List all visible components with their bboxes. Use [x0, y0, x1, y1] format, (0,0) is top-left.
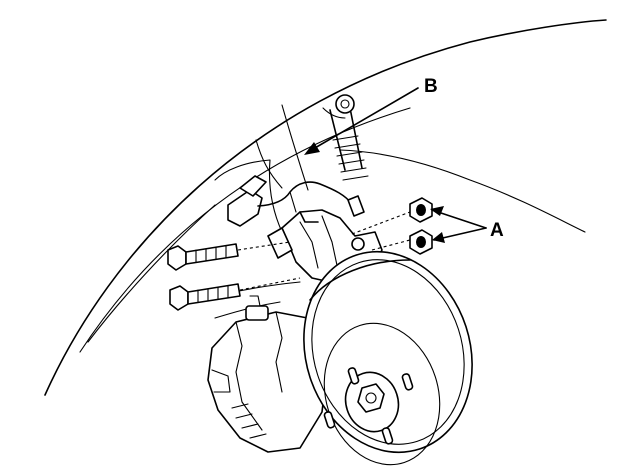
mounting-bolts	[167, 211, 411, 311]
wheel-well	[199, 104, 586, 319]
abs-sensor-harness	[227, 175, 365, 227]
callout-label-b: B	[424, 76, 438, 97]
strut-spring	[329, 94, 369, 181]
wheel-hub	[344, 371, 400, 433]
fender-arch	[44, 19, 607, 396]
callout-b: B	[304, 76, 438, 155]
callout-label-a: A	[490, 220, 504, 241]
callout-a: A	[430, 206, 504, 243]
wheel-studs	[323, 367, 414, 445]
brake-caliper	[207, 295, 329, 453]
upper-bolt	[167, 243, 239, 271]
upper-nut	[409, 197, 433, 223]
flange-nuts	[409, 197, 433, 255]
lower-nut	[409, 229, 433, 255]
lower-bolt	[169, 283, 241, 311]
